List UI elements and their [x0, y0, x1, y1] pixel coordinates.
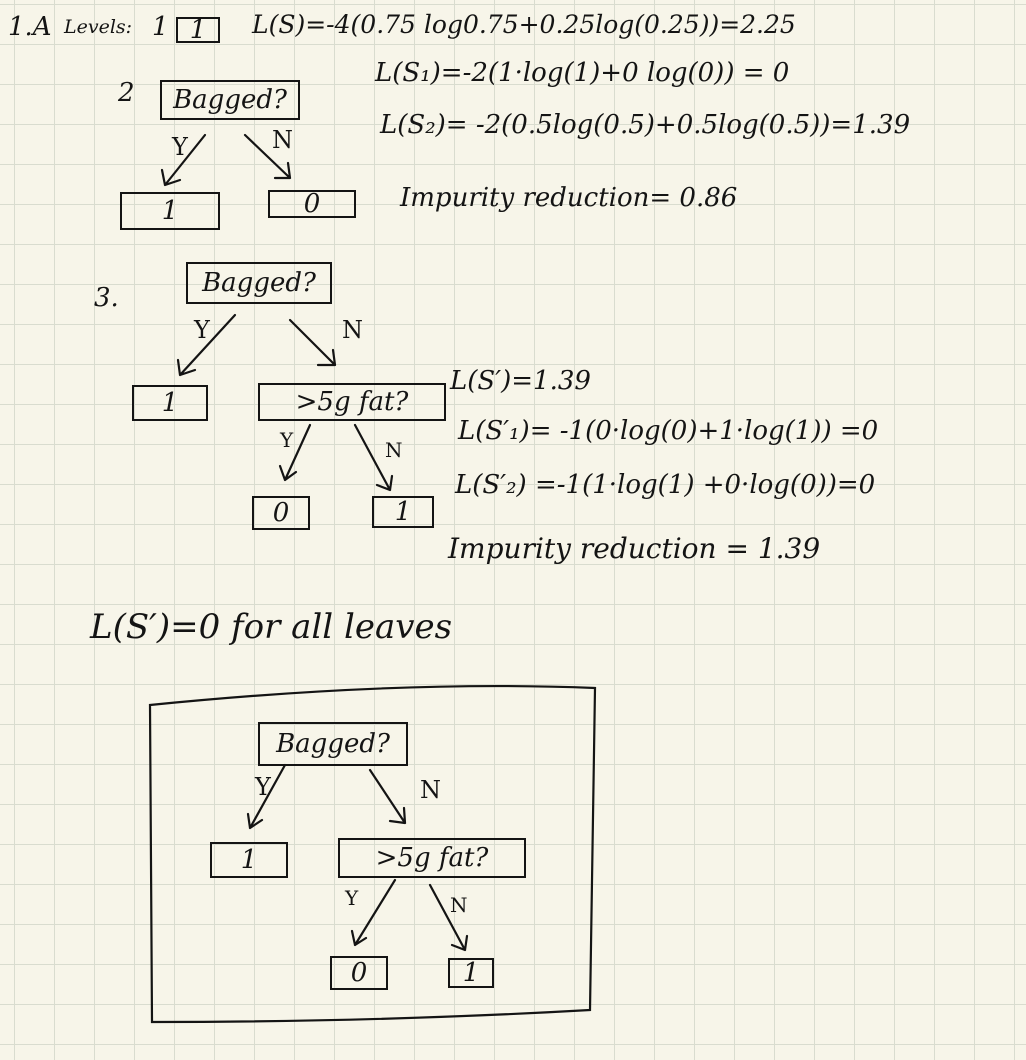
p2-no-label: N — [272, 126, 293, 154]
p2-leaf-no: 0 — [268, 189, 356, 219]
final-bagged-node: Bagged? — [258, 722, 408, 766]
p3-yes-edge — [176, 313, 237, 377]
root-entropy-equation: L(S)=-4(0.75 log0.75+0.25log(0.25))=2.25 — [252, 10, 796, 39]
levels-label: Levels: — [64, 16, 133, 38]
p3-impurity-reduction: Impurity reduction = 1.39 — [448, 532, 821, 565]
p3-leaf-yes: 1 — [132, 385, 208, 421]
final-sub-yes-edge — [350, 878, 397, 947]
p3-no-label: N — [342, 316, 363, 344]
p3-leaf-sub-no: 1 — [372, 496, 434, 528]
final-sub-no-edge — [428, 883, 469, 952]
final-frame — [148, 684, 597, 1024]
final-sub-yes-label: Y — [345, 886, 359, 910]
final-sub-no-label: N — [450, 893, 468, 917]
final-fat-node: >5g fat? — [338, 838, 526, 878]
final-leaf-sub-yes: 0 — [330, 956, 388, 990]
final-no-edge — [368, 768, 407, 825]
p3-no-edge — [288, 318, 337, 367]
root-leaf-box: 1 — [176, 15, 220, 45]
part1-label: 1.A — [8, 12, 52, 42]
p2-yes-edge — [160, 133, 207, 187]
p3-sub-yes-edge — [278, 423, 312, 482]
p2-entropy-s2: L(S₂)= -2(0.5log(0.5)+0.5log(0.5))=1.39 — [380, 110, 911, 140]
level3-number: 3. — [94, 283, 119, 313]
p3-entropy-s1: L(S′₁)= -1(0·log(0)+1·log(1)) =0 — [458, 416, 879, 446]
level1-number: 1 — [152, 12, 169, 42]
p3-sub-no-edge — [353, 423, 394, 492]
p2-no-edge — [243, 133, 292, 180]
final-yes-label: Y — [255, 773, 271, 801]
p3-yes-label: Y — [194, 316, 210, 344]
p2-bagged-node: Bagged? — [160, 80, 300, 120]
p3-entropy-s2: L(S′₂) =-1(1·log(1) +0·log(0))=0 — [455, 470, 876, 500]
final-yes-edge — [246, 763, 287, 830]
p3-sub-no-label: N — [385, 438, 403, 462]
p2-entropy-s1: L(S₁)=-2(1·log(1)+0 log(0)) = 0 — [375, 58, 790, 88]
conclusion-text: L(S′)=0 for all leaves — [90, 607, 453, 647]
p3-fat-node: >5g fat? — [258, 383, 446, 421]
final-leaf-yes: 1 — [210, 842, 288, 878]
p2-impurity-reduction: Impurity reduction= 0.86 — [400, 183, 738, 213]
p2-leaf-yes: 1 — [120, 192, 220, 230]
level2-number: 2 — [118, 78, 135, 108]
final-leaf-sub-no: 1 — [448, 958, 494, 988]
p3-bagged-node: Bagged? — [186, 262, 332, 304]
p3-sub-yes-label: Y — [280, 428, 294, 452]
final-no-label: N — [420, 776, 441, 804]
p3-leaf-sub-yes: 0 — [252, 496, 310, 530]
p2-yes-label: Y — [172, 133, 188, 161]
p3-entropy-parent: L(S′)=1.39 — [450, 366, 591, 396]
